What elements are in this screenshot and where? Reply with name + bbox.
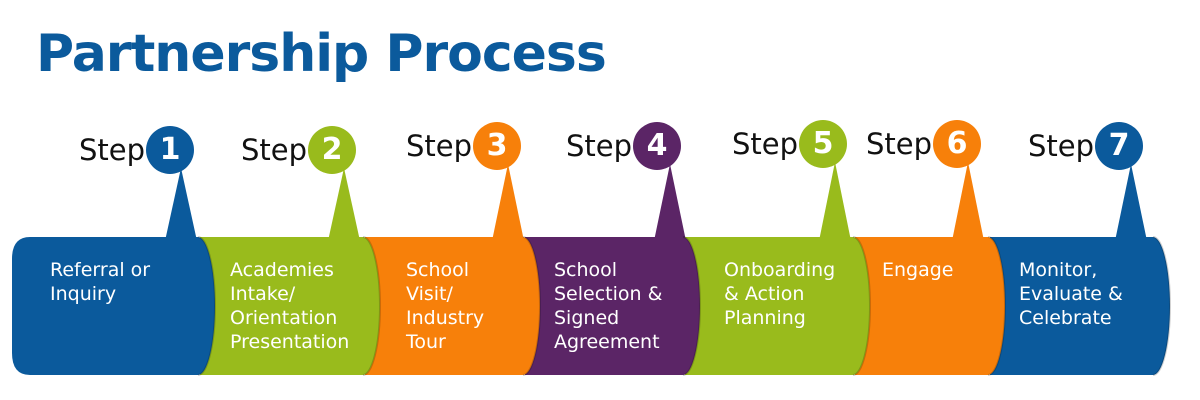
step-number-badge: 4: [633, 122, 682, 170]
step-band-6: [855, 237, 1005, 375]
step-number-badge: 2: [308, 126, 357, 174]
step-description-1: Referral or Inquiry: [50, 259, 151, 305]
step-band-1: [12, 237, 215, 375]
step-band-2: [200, 237, 380, 375]
process-step-5: [685, 162, 871, 376]
process-step-6: [855, 162, 1006, 376]
step-word: Step: [1028, 129, 1095, 163]
step-number-badge: 3: [473, 122, 522, 170]
step-band-4: [525, 237, 700, 375]
step-band-5: [685, 237, 870, 375]
process-step-4: [525, 164, 701, 376]
step-number-badge: 6: [933, 120, 982, 168]
step-pointer-6: [952, 162, 984, 241]
step-word: Step: [566, 129, 633, 163]
step-number-badge: 7: [1095, 122, 1144, 170]
page-title: Partnership Process: [36, 24, 607, 84]
process-step-2: [200, 168, 381, 376]
step-word: Step: [79, 133, 146, 167]
step-description-4: School Selection & Signed Agreement: [554, 259, 663, 353]
step-band-3: [365, 237, 540, 375]
step-band-edge-3: [522, 236, 541, 376]
step-pointer-5: [819, 162, 851, 241]
step-band-edge-2: [362, 236, 381, 376]
step-word: Step: [406, 129, 473, 163]
step-band-edge-6: [987, 236, 1006, 376]
process-step-3: [365, 164, 541, 376]
step-pointer-3: [492, 164, 524, 241]
step-description-5: Onboarding & Action Planning: [724, 259, 836, 329]
step-word: Step: [732, 127, 799, 161]
step-number-badge: 1: [146, 126, 195, 174]
step-description-7: Monitor, Evaluate & Celebrate: [1019, 259, 1123, 329]
step-description-6: Engage: [882, 259, 954, 281]
step-description-3: School Visit/ Industry Tour: [406, 259, 485, 353]
step-band-edge-5: [852, 236, 871, 376]
step-description-2: Academies Intake/ Orientation Presentati…: [230, 259, 350, 353]
step-word: Step: [241, 133, 308, 167]
step-pointer-1: [165, 168, 197, 241]
step-band-edge-4: [682, 236, 701, 376]
step-pointer-7: [1115, 164, 1147, 241]
step-band-7: [990, 237, 1170, 375]
step-number-badge: 5: [799, 120, 848, 168]
process-step-7: [990, 164, 1171, 376]
step-band-edge-7: [1152, 236, 1171, 376]
step-pointer-4: [654, 164, 686, 241]
step-word: Step: [866, 127, 933, 161]
step-band-edge-1: [197, 236, 216, 376]
process-step-1: [12, 168, 216, 376]
step-pointer-2: [328, 168, 360, 241]
